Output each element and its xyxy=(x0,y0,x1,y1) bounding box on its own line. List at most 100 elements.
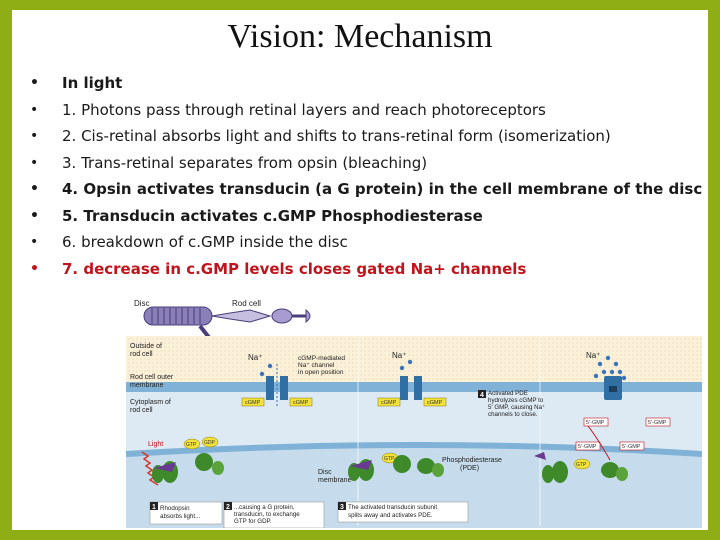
cgmp-tag: cGMP xyxy=(423,397,447,407)
bullet-text: 7. decrease in c.GMP levels closes gated… xyxy=(62,259,527,278)
step-2-box: 2 ...causing a G protein, transducin, to… xyxy=(223,501,325,528)
svg-text:The activated transducin subun: The activated transducin subunit xyxy=(348,504,437,511)
bullet-item-7: • 7. decrease in c.GMP levels closes gate… xyxy=(24,256,704,283)
bullet-icon: • xyxy=(30,101,39,118)
gtp-tag: GTP xyxy=(183,438,201,450)
svg-text:5'-GMP: 5'-GMP xyxy=(586,420,605,426)
transducin-protein xyxy=(393,455,411,473)
svg-text:GTP: GTP xyxy=(576,462,587,468)
svg-text:transducin, to exchange: transducin, to exchange xyxy=(234,511,300,518)
channel-note-line3: in open position xyxy=(298,369,344,376)
outside-speckle xyxy=(126,336,702,382)
five-gmp-tag: 5'-GMP xyxy=(575,441,601,451)
svg-text:cGMP: cGMP xyxy=(245,400,261,406)
bullet-icon: • xyxy=(30,207,39,224)
svg-text:cGMP: cGMP xyxy=(293,400,309,406)
svg-text:1: 1 xyxy=(152,504,156,511)
na-label-panel1: Na⁺ xyxy=(248,353,262,362)
rhodopsin-protein xyxy=(152,461,178,483)
bullet-icon: • xyxy=(30,181,39,197)
svg-text:cGMP: cGMP xyxy=(381,400,397,406)
svg-text:splits away and activates PDE.: splits away and activates PDE. xyxy=(348,512,433,519)
rhodopsin-protein xyxy=(348,459,374,481)
cytoplasm-label-line2: rod cell xyxy=(130,407,153,414)
channel-note-line2: Na⁺ channel xyxy=(298,362,335,369)
outside-label-line2: rod cell xyxy=(130,351,153,358)
light-label: Light xyxy=(148,441,163,448)
outside-label-line1: Outside of xyxy=(130,343,162,350)
bullet-icon: • xyxy=(30,75,39,91)
transducin-protein xyxy=(195,453,224,475)
bullet-icon: • xyxy=(30,128,39,144)
pde-protein xyxy=(601,462,628,481)
svg-text:...causing a G protein,: ...causing a G protein, xyxy=(234,504,295,511)
light-ray xyxy=(141,451,159,486)
bullet-item-1: •1. Photons pass through retinal layers … xyxy=(24,97,704,124)
svg-text:GTP: GTP xyxy=(384,456,395,462)
disc-membrane-label-line2: membrane xyxy=(318,477,352,484)
svg-text:GTP: GTP xyxy=(186,442,197,448)
disc-label: Disc xyxy=(134,299,150,308)
membrane-label-line2: membrane xyxy=(130,382,164,389)
pde-label-line2: (PDE) xyxy=(460,465,479,472)
step-4-text-line4: channels to close. xyxy=(488,411,538,418)
slide-content: Vision: Mechanism •In light •1. Photons … xyxy=(12,10,708,530)
svg-text:Rhodopsin: Rhodopsin xyxy=(160,505,190,512)
svg-text:2: 2 xyxy=(226,504,230,511)
slide-title: Vision: Mechanism xyxy=(227,18,493,55)
gtp-tag: GTP xyxy=(573,458,591,470)
bullet-text: 4. Opsin activates transducin (a G prote… xyxy=(62,180,703,198)
cgmp-tag: cGMP xyxy=(241,397,265,407)
disc-membrane-label-line1: Disc xyxy=(318,469,332,476)
rod-synapse xyxy=(305,308,311,324)
svg-text:4: 4 xyxy=(480,392,484,399)
bullet-icon: • xyxy=(30,234,39,250)
rod-outer-segment xyxy=(143,306,213,326)
cgmp-tag: cGMP xyxy=(377,397,401,407)
cytoplasm-label-line1: Cytoplasm of xyxy=(130,399,171,406)
svg-text:cGMP: cGMP xyxy=(427,400,443,406)
na-label-panel2: Na⁺ xyxy=(392,351,406,360)
bullet-item-0: •In light xyxy=(24,70,704,97)
na-channel-closed xyxy=(604,376,622,400)
pde-activation-arrow xyxy=(587,425,611,461)
pde-label-line1: Phosphodiesterase xyxy=(442,457,502,464)
bullet-item-3: • 3. Trans-retinal separates from opsin (… xyxy=(24,150,704,177)
five-gmp-tag: 5'-GMP xyxy=(583,417,609,427)
membrane-label-line1: Rod cell outer xyxy=(130,374,174,381)
svg-text:3: 3 xyxy=(340,504,344,511)
gdp-tag: GDP xyxy=(201,436,219,448)
bullet-item-2: • 2. Cis-retinal absorbs light and shifts… xyxy=(24,123,704,150)
bullet-icon: • xyxy=(30,154,39,171)
cgmp-tag: cGMP xyxy=(289,397,313,407)
channel-note-line1: cGMP-mediated xyxy=(298,355,345,362)
rod-inner-segment xyxy=(211,309,272,323)
retinal-molecule xyxy=(534,452,546,460)
bullet-icon: • xyxy=(30,260,39,277)
pde-protein xyxy=(417,458,444,477)
step-4-text-line2: hydrolyzes cGMP to xyxy=(488,397,544,404)
svg-text:5'-GMP: 5'-GMP xyxy=(648,420,667,426)
step-3-box: 3 The activated transducin subunit split… xyxy=(337,501,469,523)
svg-text:absorbs light...: absorbs light... xyxy=(160,513,201,520)
bullet-item-5: • 5. Transducin activates c.GMP Phosphodi… xyxy=(24,203,704,230)
bullet-text: 3. Trans-retinal separates from opsin (b… xyxy=(62,153,428,172)
five-gmp-tag: 5'-GMP xyxy=(645,417,671,427)
rod-cell-label: Rod cell xyxy=(232,299,261,308)
step-1-box: 1 Rhodopsin absorbs light... xyxy=(149,501,223,525)
svg-text:GTP for GDP.: GTP for GDP. xyxy=(234,518,272,525)
bullet-item-4: • 4. Opsin activates transducin (a G prot… xyxy=(24,176,704,203)
svg-text:5'-GMP: 5'-GMP xyxy=(622,444,641,450)
bullet-text: 6. breakdown of c.GMP inside the disc xyxy=(62,233,348,251)
svg-text:5'-GMP: 5'-GMP xyxy=(578,444,597,450)
step-4-marker: 4 xyxy=(478,390,486,399)
step-4-text-line3: 5' GMP, causing Na⁺ xyxy=(488,404,545,411)
bullet-text: 5. Transducin activates c.GMP Phosphodie… xyxy=(62,206,483,225)
rod-nucleus xyxy=(271,308,293,324)
bullet-text: 2. Cis-retinal absorbs light and shifts … xyxy=(62,127,611,145)
bullet-list: •In light •1. Photons pass through retin… xyxy=(24,70,704,282)
bullet-item-6: • 6. breakdown of c.GMP inside the disc xyxy=(24,229,704,256)
rhodopsin-protein xyxy=(542,461,568,483)
na-channel-open-2 xyxy=(400,376,422,400)
